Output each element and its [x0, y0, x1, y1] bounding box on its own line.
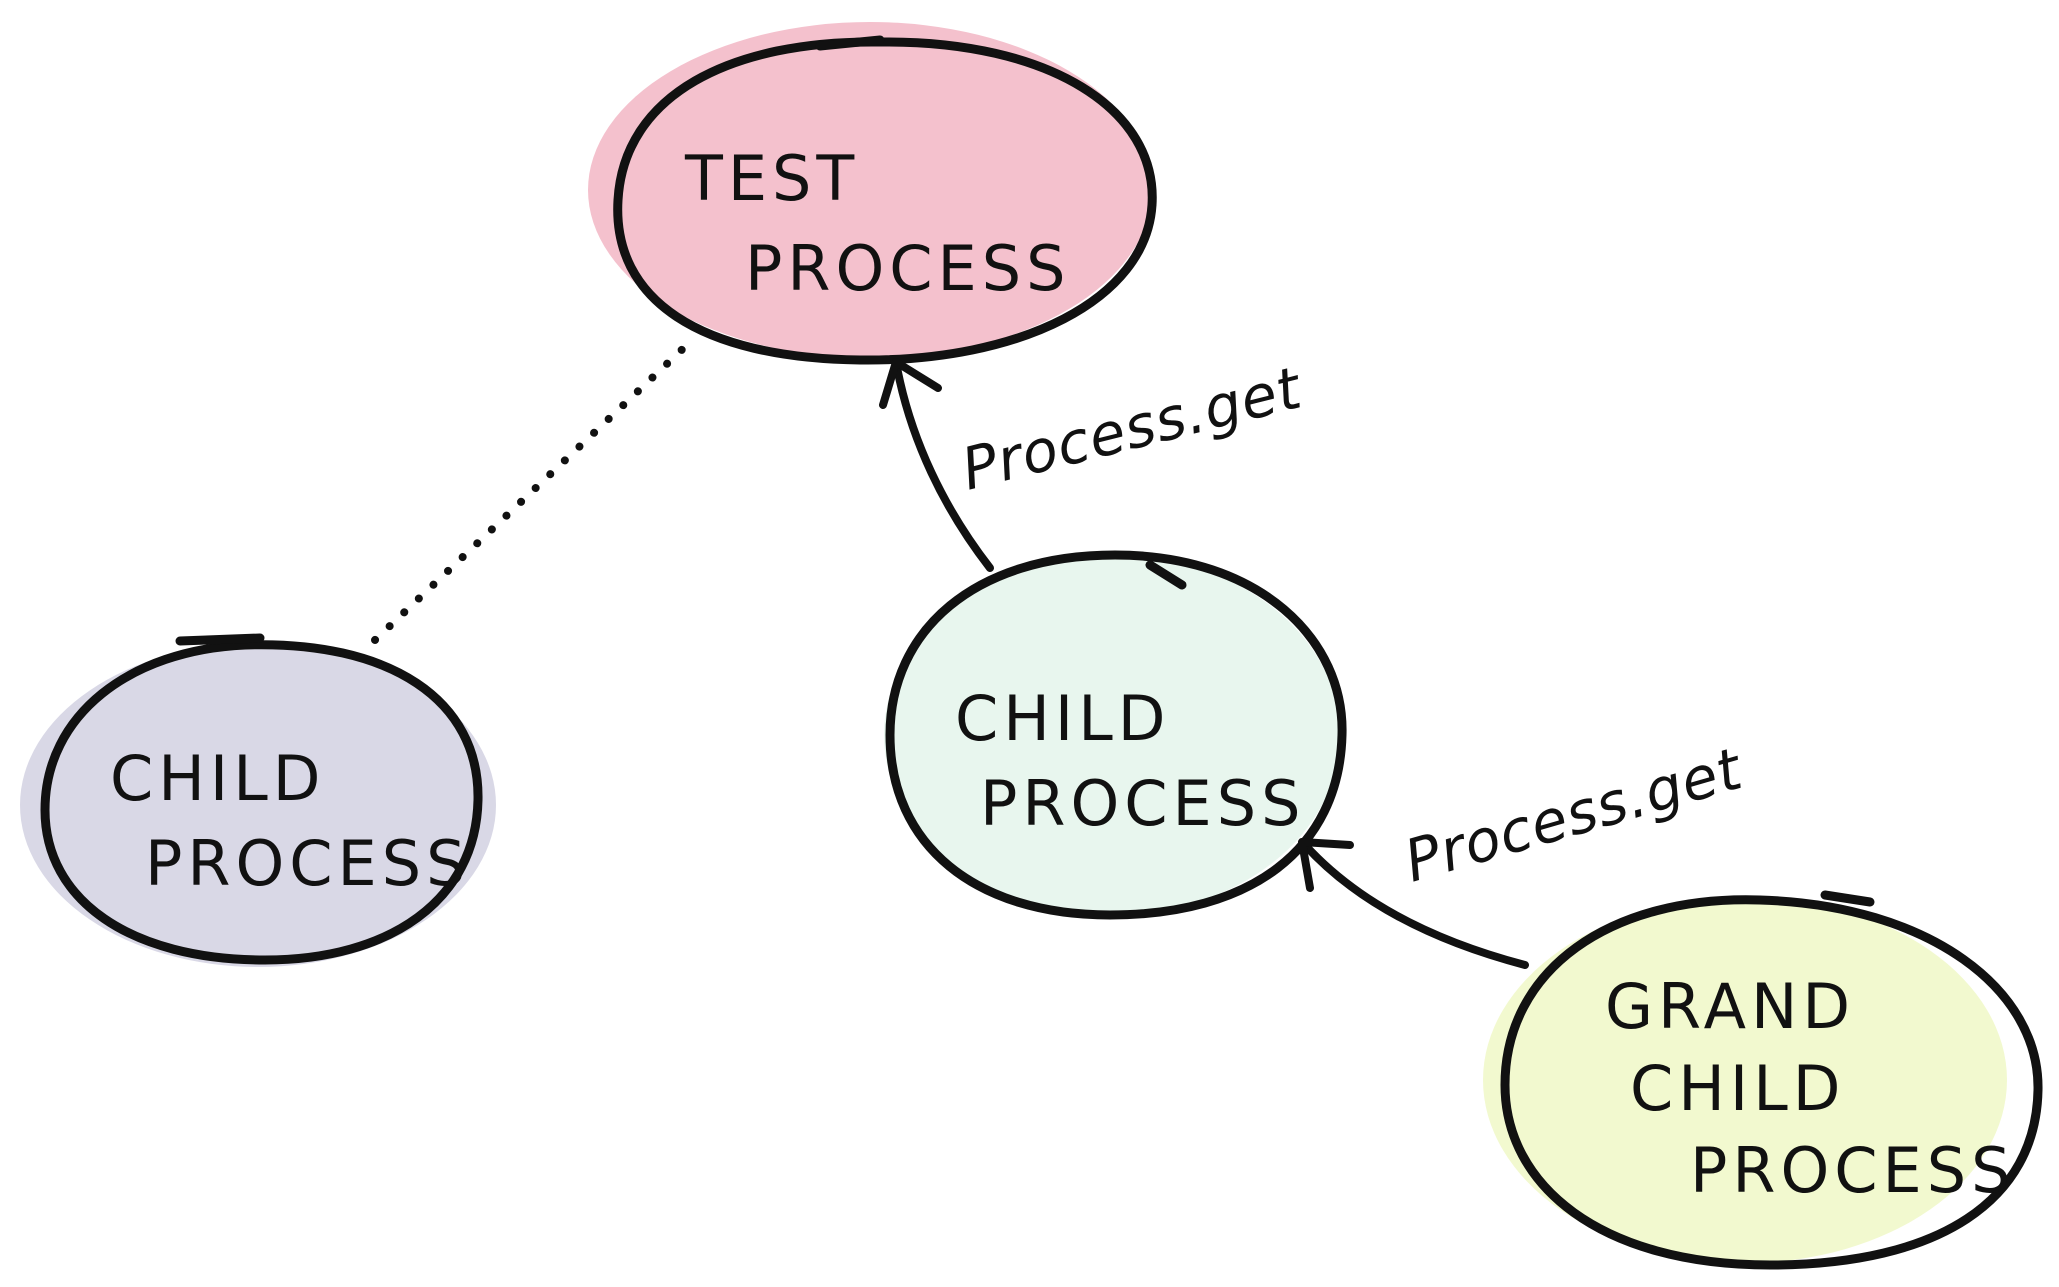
test-process-label-line2: PROCESS	[745, 232, 1070, 305]
grand-child-process-label-line2: CHILD	[1630, 1052, 1845, 1125]
child-process-left-fill	[20, 643, 496, 967]
child-process-left-outline-tail	[175, 633, 265, 646]
test-process-outline	[613, 37, 1157, 365]
child-process-middle-label-line1: CHILD	[955, 682, 1170, 755]
grand-child-process-outline-tail	[1820, 890, 1875, 907]
child-process-left-outline	[40, 640, 483, 965]
grand-child-process-label-line1: GRAND	[1605, 970, 1855, 1043]
test-process-node: TEST PROCESS	[588, 22, 1157, 365]
edge-left-child-to-test	[371, 338, 694, 644]
child-process-middle-fill	[884, 555, 1340, 915]
test-process-fill	[588, 22, 1152, 358]
edge-child-to-test-line	[892, 358, 994, 572]
edge-grandchild-to-child-label: Process.get	[1397, 734, 1751, 895]
edge-left-child-to-test-dotted-line	[371, 338, 694, 644]
child-process-middle-outline-tail	[1145, 560, 1187, 590]
edge-child-to-test-label: Process.get	[955, 353, 1309, 503]
grand-child-process-node: GRAND CHILD PROCESS	[1483, 890, 2043, 1270]
child-process-left-node: CHILD PROCESS	[20, 633, 496, 967]
edge-grandchild-to-child-arrowhead	[1298, 838, 1354, 892]
test-process-outline-tail	[815, 35, 885, 51]
edge-child-to-test: Process.get	[879, 353, 1309, 572]
child-process-left-label-line1: CHILD	[110, 742, 325, 815]
grand-child-process-outline	[1500, 895, 2043, 1270]
grand-child-process-label-line3: PROCESS	[1690, 1134, 2015, 1207]
edge-grandchild-to-child-line	[1301, 841, 1529, 969]
child-process-left-label-line2: PROCESS	[145, 827, 470, 900]
edge-child-to-test-arrowhead	[879, 358, 942, 409]
child-process-middle-node: CHILD PROCESS	[884, 550, 1347, 920]
grand-child-process-fill	[1483, 897, 2007, 1263]
test-process-label-line1: TEST	[684, 142, 859, 215]
child-process-middle-label-line2: PROCESS	[980, 767, 1305, 840]
child-process-middle-outline	[885, 550, 1347, 920]
